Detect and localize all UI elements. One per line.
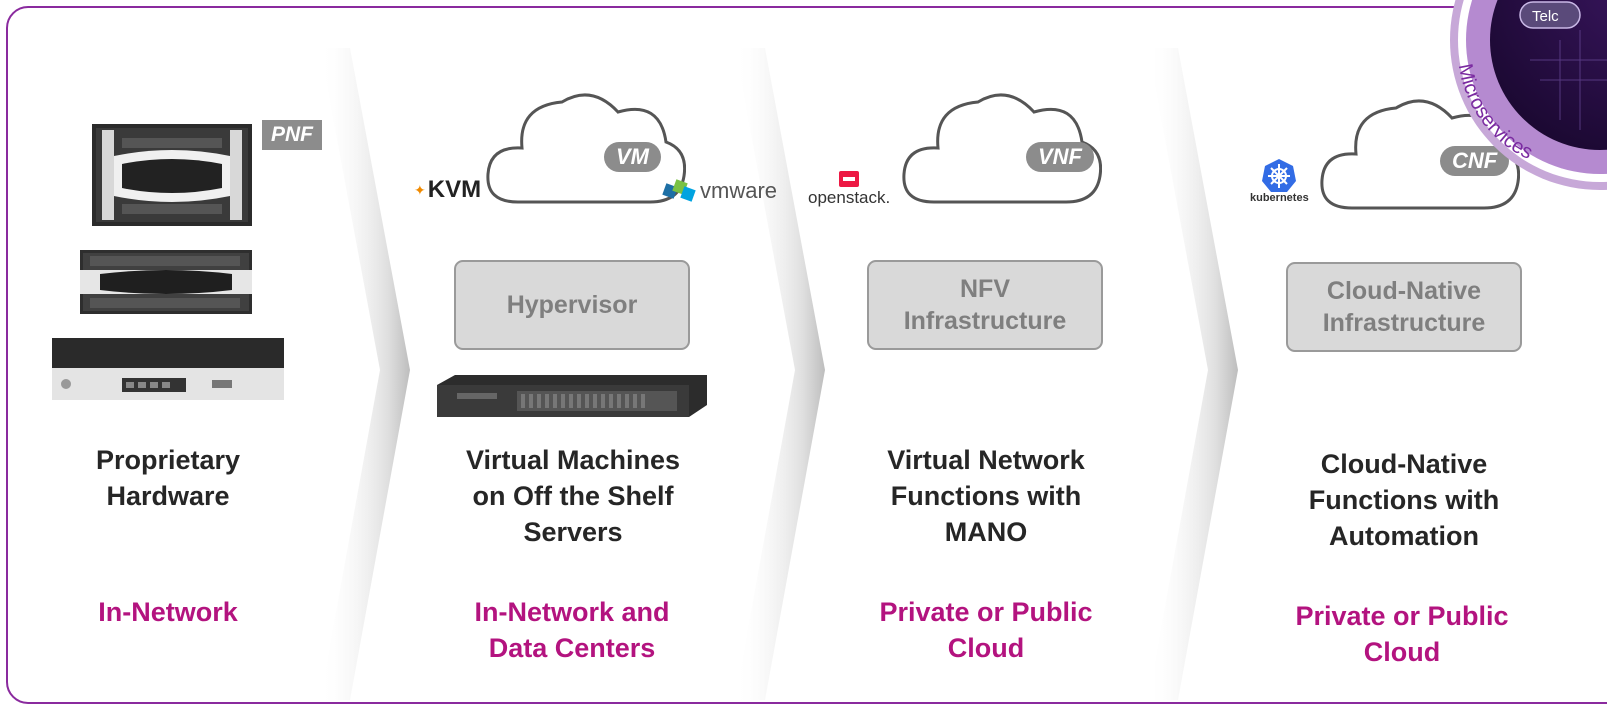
infra-line: Hypervisor	[506, 291, 638, 319]
pnf-label: PNF	[262, 120, 322, 150]
openstack-logo-text: openstack.	[808, 188, 891, 207]
title-line: Automation	[1329, 521, 1479, 551]
hypervisor-box: Hypervisor	[454, 260, 690, 350]
title-line: Virtual Network	[887, 445, 1085, 475]
appliance-rack-icon	[52, 338, 284, 400]
env-line: In-Network and	[474, 597, 670, 627]
cloud-icon	[1320, 99, 1520, 210]
title-line: Hardware	[106, 481, 230, 511]
chevron-2	[735, 48, 825, 700]
kvm-logo-text: KVM	[427, 176, 482, 203]
stage-3-title: Virtual Network Functions with MANO	[856, 442, 1116, 550]
env-line: Data Centers	[488, 633, 656, 663]
vm-badge: VM	[604, 142, 661, 172]
cloud-icon	[486, 93, 686, 204]
title-line: Functions with	[890, 481, 1082, 511]
openstack-logo: openstack.	[808, 170, 890, 208]
openstack-mark-icon	[839, 171, 860, 187]
appliance-large-icon	[92, 124, 252, 226]
title-line: Servers	[523, 517, 623, 547]
cnf-badge: CNF	[1440, 146, 1510, 176]
nfv-infrastructure-box: NFV Infrastructure	[867, 260, 1103, 350]
title-line: MANO	[944, 517, 1028, 547]
stage-1-title: Proprietary Hardware	[38, 442, 298, 514]
kubernetes-helm-icon	[1262, 159, 1297, 192]
cloud-icon	[902, 93, 1102, 204]
kvm-logo: ✦ KVM	[414, 176, 481, 204]
stage-1-environment: In-Network	[28, 594, 308, 630]
title-line: on Off the Shelf	[472, 481, 674, 511]
vmware-logo-text: vmware	[700, 178, 778, 203]
stage-4-environment: Private or Public Cloud	[1262, 598, 1542, 670]
env-line: Cloud	[947, 633, 1025, 663]
stage-4-title: Cloud-Native Functions with Automation	[1274, 446, 1534, 554]
env-line: Private or Public	[1295, 601, 1509, 631]
infra-line: NFV	[960, 275, 1010, 303]
vnf-badge: VNF	[1026, 142, 1094, 172]
chevron-1	[320, 48, 410, 700]
kvm-penguin-icon: ✦	[414, 181, 426, 198]
appliance-medium-icon	[80, 250, 252, 314]
env-line: Cloud	[1363, 637, 1441, 667]
chevron-3	[1148, 48, 1238, 700]
kubernetes-logo: kubernetes	[1250, 158, 1309, 204]
infra-line: Infrastructure	[1322, 309, 1486, 337]
title-line: Virtual Machines	[465, 445, 681, 475]
microservices-badge: Telc Microservices	[1450, 0, 1607, 190]
stage-3-environment: Private or Public Cloud	[846, 594, 1126, 666]
title-line: Cloud-Native	[1320, 449, 1488, 479]
env-line: In-Network	[98, 597, 238, 627]
badge-top-text: Telc	[1532, 8, 1559, 25]
title-line: Proprietary	[95, 445, 241, 475]
vmware-logo: vmware	[662, 178, 777, 204]
infra-line: Cloud-Native	[1326, 277, 1482, 305]
rack-server-icon	[437, 375, 707, 417]
vmware-cubes-icon	[662, 179, 696, 202]
stage-2-title: Virtual Machines on Off the Shelf Server…	[443, 442, 703, 550]
title-line: Functions with	[1308, 485, 1500, 515]
kubernetes-logo-text: kubernetes	[1250, 192, 1309, 204]
cloud-native-infrastructure-box: Cloud-Native Infrastructure	[1286, 262, 1522, 352]
infra-line: Infrastructure	[903, 307, 1067, 335]
stage-2-environment: In-Network and Data Centers	[432, 594, 712, 666]
env-line: Private or Public	[879, 597, 1093, 627]
